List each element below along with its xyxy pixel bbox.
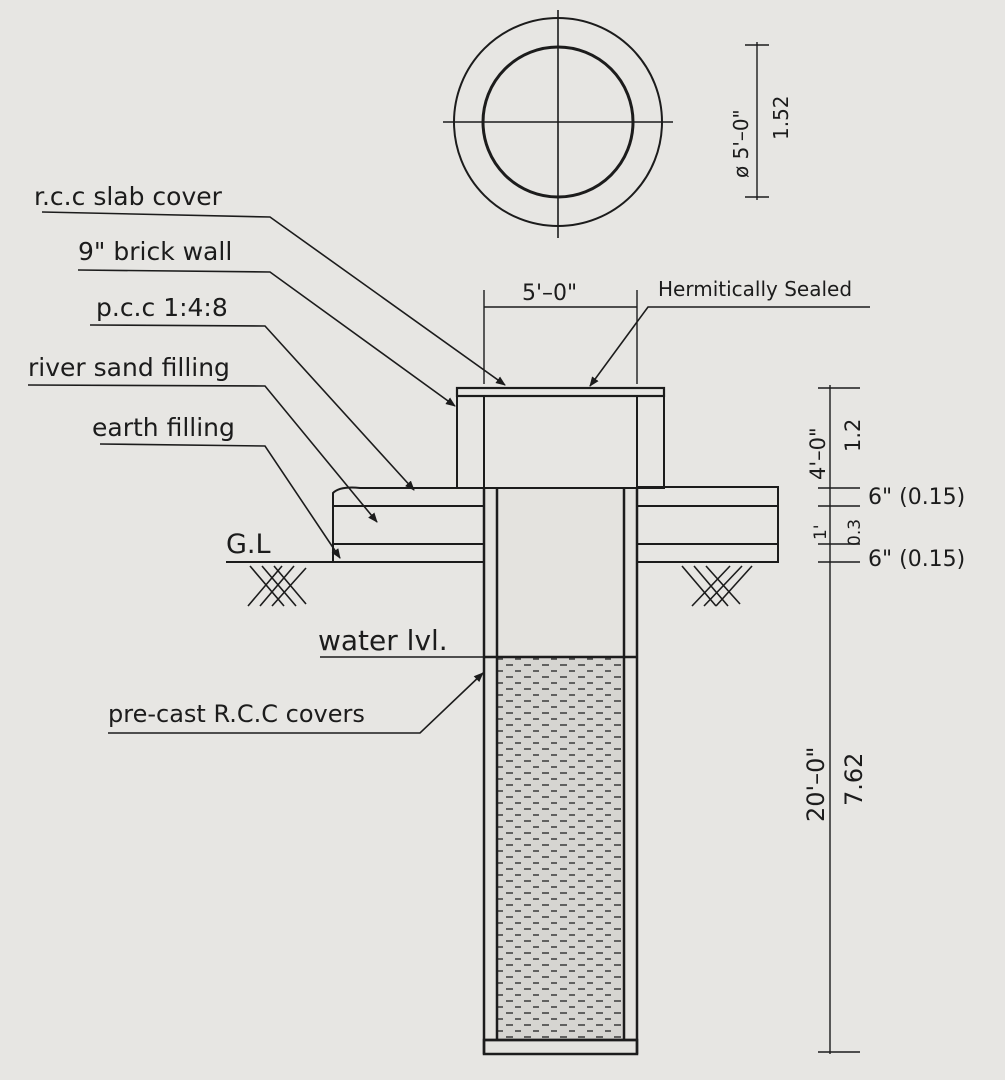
vertical-dims: 4'–0" 1.2 6" (0.15) 1' 0.3 6" (0.15) 20'… (802, 385, 965, 1054)
callout-labels: r.c.c slab cover 9" brick wall p.c.c 1:4… (28, 182, 852, 728)
well-shaft (320, 488, 639, 1056)
sand-layer-right (636, 505, 779, 545)
leader-pcc (89, 324, 415, 491)
sand-layer-left (332, 505, 485, 545)
dim-sand-thickness: 6" (0.15) (868, 547, 965, 572)
label-ground-level: G.L (226, 529, 271, 560)
leader-earth (99, 443, 341, 559)
label-hermetically-sealed: Hermitically Sealed (658, 277, 852, 301)
well-base (482, 1038, 639, 1056)
dim-wall-height-metric: 1.2 (841, 419, 865, 452)
plan-view: ø 5'–0" 1.52 (443, 10, 793, 238)
leader-sand (27, 384, 378, 523)
earth-layer-right (636, 543, 779, 563)
pcc-layer-right (636, 486, 779, 507)
label-brick-wall: 9" brick wall (78, 237, 232, 266)
ground-level (226, 561, 753, 607)
rcc-slab (455, 386, 666, 398)
ground-hatch-right (681, 565, 753, 607)
plan-diameter-metric: 1.52 (769, 95, 793, 140)
leader-slab (41, 211, 506, 386)
leader-sealed (589, 306, 870, 387)
leader-precast (108, 672, 484, 734)
dim-fill-total-metric: 0.3 (845, 519, 865, 546)
label-rcc-slab-cover: r.c.c slab cover (34, 182, 223, 211)
dim-fill-total-imperial: 1' (811, 525, 831, 541)
dim-wall-height-imperial: 4'–0" (806, 427, 830, 480)
label-precast-covers: pre-cast R.C.C covers (108, 700, 365, 728)
leader-brick (77, 269, 456, 407)
top-width-label: 5'–0" (522, 281, 577, 306)
dim-depth-metric: 7.62 (840, 753, 868, 806)
label-water-level: water lvl. (318, 624, 448, 657)
dim-pcc-thickness: 6" (0.15) (868, 485, 965, 510)
label-pcc: p.c.c 1:4:8 (96, 293, 228, 322)
label-river-sand: river sand filling (28, 353, 230, 382)
brick-wall-right (636, 395, 665, 489)
brick-walls (455, 386, 666, 489)
earth-layer-left (332, 543, 485, 563)
plan-diameter-imperial: ø 5'–0" (729, 109, 753, 178)
label-earth-filling: earth filling (92, 413, 235, 442)
brick-wall-left (456, 395, 485, 489)
water-body (497, 657, 624, 1040)
leaders (27, 211, 870, 734)
top-width-dim: 5'–0" (483, 281, 638, 384)
dim-depth-imperial: 20'–0" (802, 747, 830, 822)
ground-hatch-left (247, 565, 307, 607)
